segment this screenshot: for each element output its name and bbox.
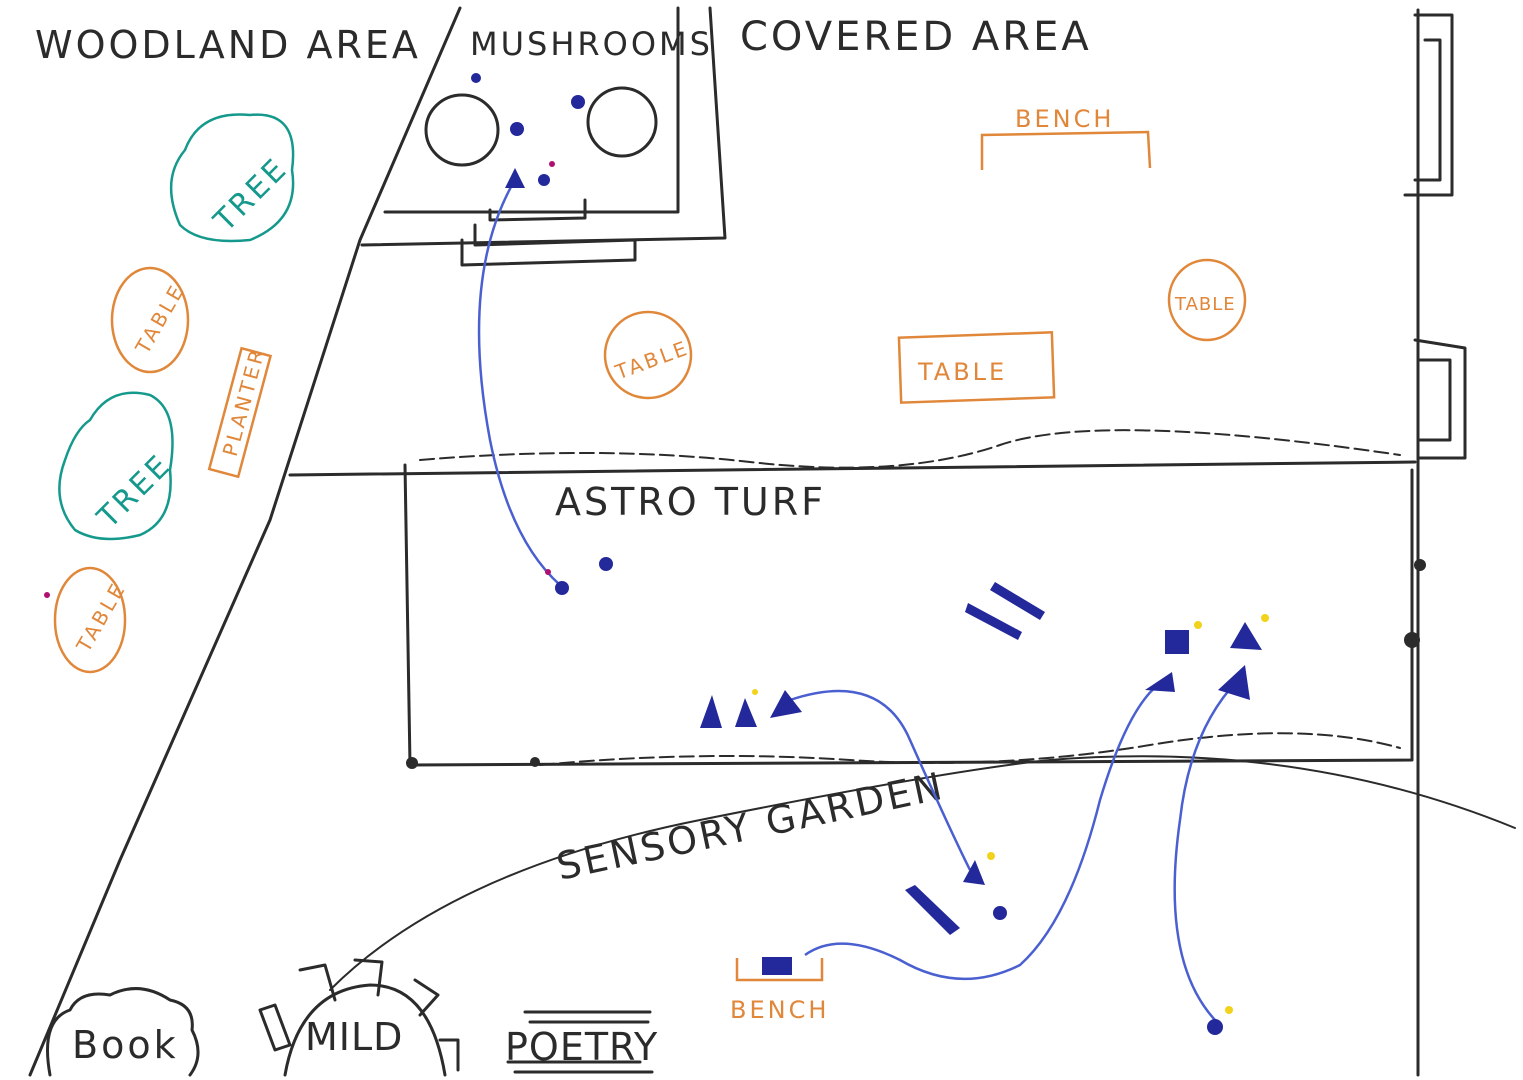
table-woodland-1: TABLE <box>110 266 190 374</box>
svg-text:BENCH: BENCH <box>1015 105 1114 133</box>
movement-paths <box>477 184 1239 1021</box>
tree-1: TREE <box>169 113 295 243</box>
table-woodland-2: TABLE <box>53 566 131 674</box>
svg-text:TREE: TREE <box>207 151 295 239</box>
table-covered-2: TABLE <box>897 331 1056 404</box>
svg-text:TABLE: TABLE <box>130 279 190 358</box>
astro-turf-label: ASTRO TURF <box>555 480 826 524</box>
svg-text:BENCH: BENCH <box>730 996 829 1024</box>
svg-text:TREE: TREE <box>90 447 178 535</box>
boundary-lines <box>28 6 1516 1077</box>
sensory-garden-label: SENSORY GARDEN <box>553 764 949 889</box>
svg-text:POETRY: POETRY <box>505 1025 658 1069</box>
poetry-area: POETRY <box>505 1010 658 1074</box>
svg-text:MILD: MILD <box>305 1015 403 1059</box>
svg-text:TABLE: TABLE <box>917 358 1007 386</box>
svg-text:TABLE: TABLE <box>1174 294 1236 315</box>
planter: PLANTER <box>207 344 273 479</box>
table-covered-3: TABLE <box>1167 258 1247 342</box>
svg-text:TABLE: TABLE <box>611 335 692 384</box>
observation-markers <box>44 73 1269 1035</box>
svg-text:PLANTER: PLANTER <box>218 344 270 458</box>
tree-2: TREE <box>58 391 179 541</box>
woodland-area-label: WOODLAND AREA <box>35 23 421 67</box>
covered-area-label: COVERED AREA <box>740 14 1092 60</box>
bench-bottom: BENCH <box>730 957 829 1024</box>
mushrooms-label: MUSHROOMS <box>470 25 713 63</box>
mild-area: MILD <box>258 958 460 1077</box>
bench-top: BENCH <box>980 105 1152 170</box>
svg-text:Book: Book <box>72 1023 179 1067</box>
book-area: Book <box>46 987 200 1077</box>
mushroom-circles <box>424 86 658 167</box>
table-covered-1: TABLE <box>603 310 693 400</box>
